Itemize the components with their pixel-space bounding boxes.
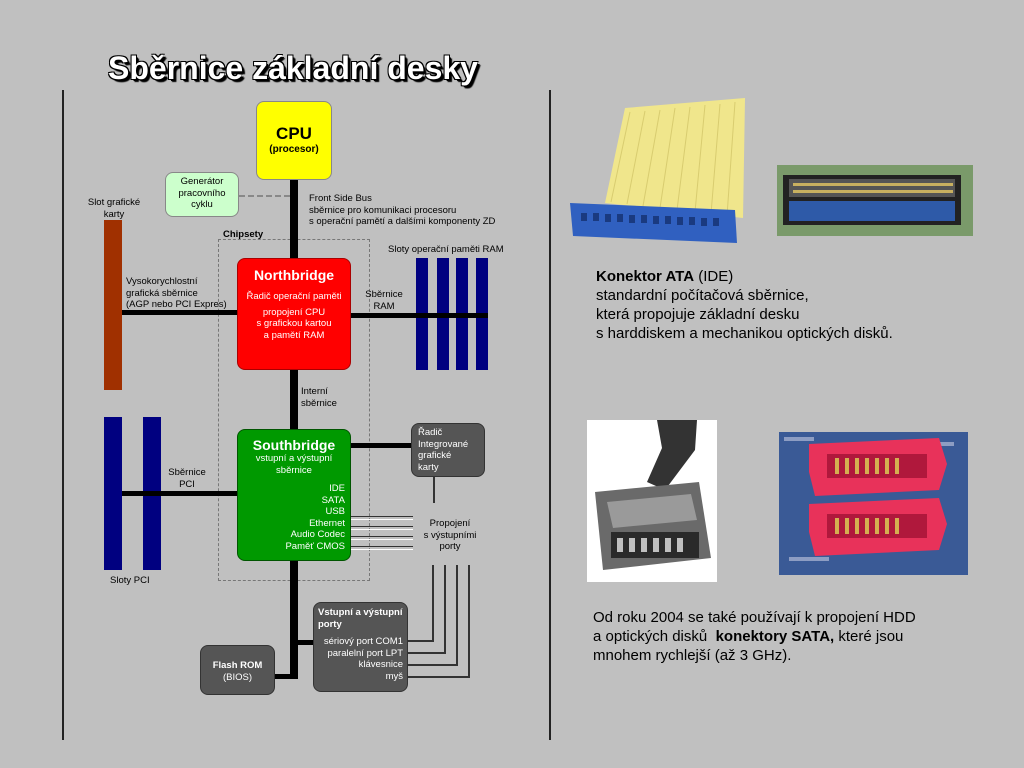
io-connection-label: Propojení s výstupními porty <box>423 518 477 552</box>
ide-cable-photo <box>565 98 765 248</box>
northbridge-title: Northbridge <box>253 267 335 283</box>
chipsets-label: Chipsety <box>223 229 264 240</box>
vga-output-line <box>433 477 435 503</box>
sata-board-image <box>779 432 968 575</box>
sata-highlight: konektory SATA, <box>715 628 835 645</box>
clock-generator-box: Generátor pracovního cyklu <box>165 172 239 217</box>
pci-slots-label: Sloty PCI <box>110 575 150 586</box>
vga-bus-line <box>351 443 411 448</box>
southbridge-items: IDE SATA USB Ethernet Audio Codec Paměť … <box>285 483 345 552</box>
ram-slots-label: Sloty operační paměti RAM <box>388 244 504 255</box>
slide-title: Sběrnice základní desky <box>108 50 478 86</box>
integrated-graphics-box: Řadič Integrované grafické karty <box>411 423 485 477</box>
sata-cable-photo <box>587 420 717 582</box>
flash-rom-box: Flash ROM (BIOS) <box>200 645 275 695</box>
pci-bus-line <box>122 491 237 496</box>
io-ports-title: Vstupní a výstupní porty <box>318 607 403 630</box>
generator-link <box>239 195 290 197</box>
ata-description: Konektor ATA (IDE) standardní počítačová… <box>596 268 893 342</box>
flash-rom-title: Flash ROM <box>212 660 263 671</box>
sata-board-photo <box>779 432 968 575</box>
sata-description: Od roku 2004 se také používají k propoje… <box>593 609 916 664</box>
cpu-subtitle: (procesor) <box>269 144 319 155</box>
middle-divider <box>549 90 551 740</box>
ram-bus-label: Sběrnice RAM <box>365 289 403 312</box>
southbridge-title: Southbridge <box>252 437 336 453</box>
agp-label: Vysokorychlostní grafická sběrnice (AGP … <box>126 276 227 310</box>
ide-board-photo <box>777 165 973 236</box>
lower-bus-line <box>290 561 298 679</box>
cpu-box: CPU (procesor) <box>256 101 332 180</box>
flash-rom-subtitle: (BIOS) <box>222 671 253 683</box>
southbridge-box: Southbridge vstupní a výstupní sběrnice … <box>237 429 351 561</box>
fsb-label: Front Side Bus sběrnice pro komunikaci p… <box>309 193 496 227</box>
io-ports-items: sériový port COM1 paralelní port LPT klá… <box>323 636 403 682</box>
ide-board-image <box>777 165 973 236</box>
northbridge-box: Northbridge Řadič operační paměti propoj… <box>237 258 351 370</box>
agp-slot <box>104 220 122 390</box>
io-ports-box: Vstupní a výstupní porty sériový port CO… <box>313 602 408 692</box>
cpu-title: CPU <box>276 124 312 143</box>
ram-bus-line <box>351 313 488 318</box>
pci-slot <box>104 417 122 570</box>
agp-bus-line <box>122 310 237 315</box>
io-bus-line <box>298 640 313 645</box>
sata-cable-image <box>587 420 717 582</box>
internal-bus-line <box>290 370 298 429</box>
fsb-bus <box>290 180 298 258</box>
internal-bus-label: Interní sběrnice <box>301 386 337 409</box>
pci-bus-label: Sběrnice PCI <box>168 467 206 490</box>
flash-bus-line <box>275 674 298 679</box>
graphics-slot-label: Slot grafické karty <box>87 197 141 220</box>
left-divider <box>62 90 64 740</box>
ide-cable-image <box>570 98 745 243</box>
ata-title: Konektor ATA <box>596 268 695 285</box>
